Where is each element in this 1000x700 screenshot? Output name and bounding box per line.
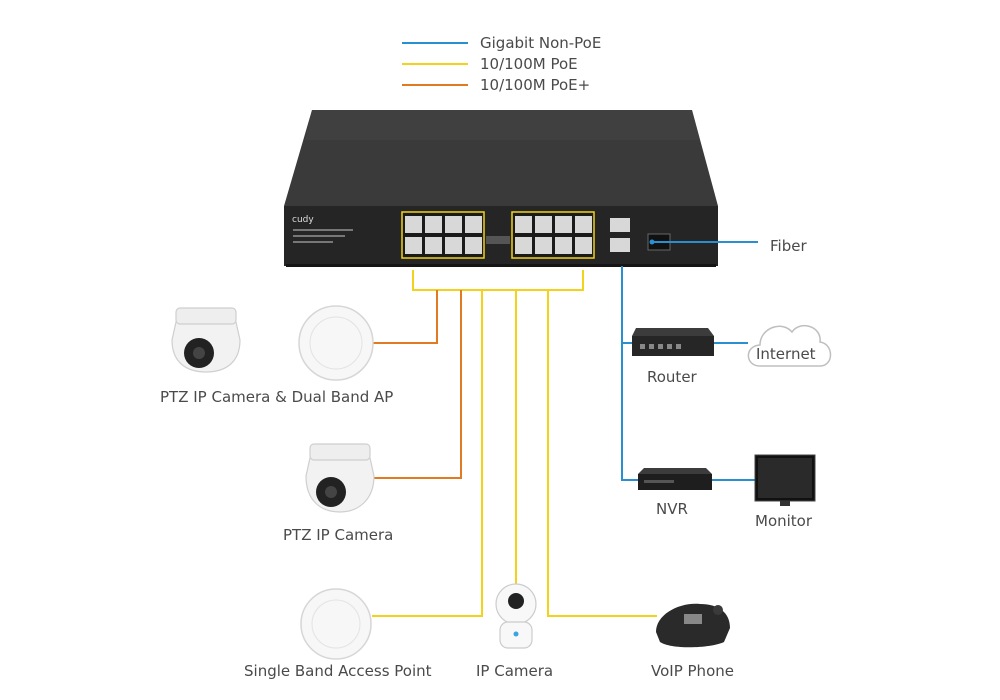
switch-top-shade <box>305 110 700 140</box>
poe-bus-line <box>412 270 584 291</box>
fiber-connector-dot <box>649 239 655 245</box>
port-group-2-ports <box>515 216 592 254</box>
router-device <box>632 328 714 356</box>
single-ap-label: Single Band Access Point <box>244 662 432 680</box>
single-band-ap <box>300 588 372 660</box>
poe-plus-line-ptz-ap <box>373 290 438 344</box>
ptz-camera-1 <box>171 307 241 373</box>
ptz-camera-2 <box>305 443 375 513</box>
nvr-device <box>638 468 712 490</box>
poe-line-single-ap <box>372 290 483 617</box>
ip-camera-device <box>495 583 537 649</box>
monitor-label: Monitor <box>755 512 813 530</box>
legend-label-poe: 10/100M PoE <box>480 55 578 73</box>
switch-label-panel <box>486 236 510 244</box>
ptz-label: PTZ IP Camera <box>283 526 393 544</box>
port-group-1-ports <box>405 216 482 254</box>
internet-cloud-icon <box>747 324 832 367</box>
legend-label-gigabit: Gigabit Non-PoE <box>480 34 601 52</box>
connections <box>372 239 758 617</box>
legend-label-poe-plus: 10/100M PoE+ <box>480 76 590 94</box>
router-label: Router <box>647 368 698 386</box>
poe-line-voip <box>547 290 657 617</box>
poe-switch: cudy <box>284 110 718 267</box>
legend: Gigabit Non-PoE 10/100M PoE 10/100M PoE+ <box>402 34 601 94</box>
switch-model-text-3 <box>293 241 333 243</box>
switch-brand-logo: cudy <box>292 215 314 225</box>
gigabit-line-router-nvr <box>621 266 638 481</box>
ptz-ap-label: PTZ IP Camera & Dual Band AP <box>160 388 393 406</box>
voip-phone-device <box>656 603 730 648</box>
internet-label: Internet <box>756 345 816 363</box>
nvr-label: NVR <box>656 500 688 518</box>
ip-camera-label: IP Camera <box>476 662 553 680</box>
voip-label: VoIP Phone <box>651 662 734 680</box>
monitor-device <box>754 454 816 506</box>
uplink-ports <box>610 218 630 252</box>
fiber-label: Fiber <box>770 237 807 255</box>
switch-bottom-edge <box>286 264 716 267</box>
dual-band-ap <box>298 305 374 381</box>
switch-model-text-2 <box>293 235 345 237</box>
switch-model-text-1 <box>293 229 353 231</box>
poe-plus-line-ptz <box>372 290 462 479</box>
